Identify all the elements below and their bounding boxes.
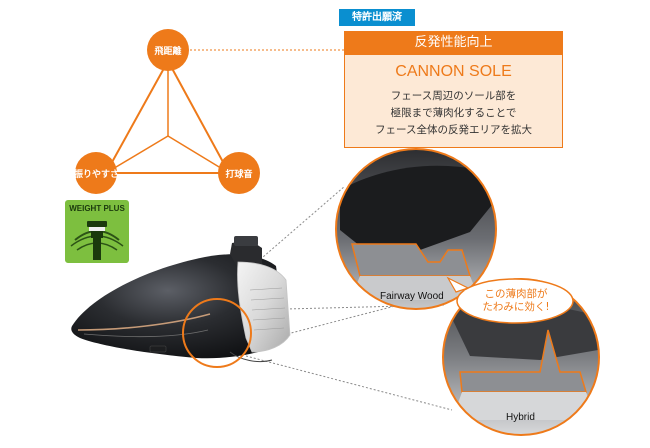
info-box: CANNON SOLE フェース周辺のソール部を 極限まで薄肉化することで フェ… [344, 55, 563, 148]
impact-sound-label: 打球音 [225, 170, 253, 180]
zoom-pointer-line [217, 305, 396, 353]
triangle-outline [104, 58, 231, 174]
fairway-wood-label: Fairway Wood [380, 291, 444, 302]
swing-ease-label: 振りやすさ [74, 170, 120, 180]
cannon-sole-title: CANNON SOLE [395, 63, 512, 80]
zoom-pointer-line [245, 355, 453, 411]
performance-triangle [75, 29, 260, 194]
callout-line-2: たわみに効く! [482, 301, 550, 313]
head-highlight-ring [182, 298, 252, 368]
info-header: 反発性能向上 [344, 31, 563, 55]
callout-bubble [446, 276, 574, 324]
info-line: フェース周辺のソール部を [390, 90, 517, 102]
node-swing [75, 152, 117, 194]
hybrid-label: Hybrid [506, 412, 535, 423]
distance-label: 飛距離 [154, 47, 182, 57]
info-line: フェース全体の反発エリアを拡大 [375, 124, 532, 136]
callout-line-1: この薄肉部が [484, 288, 548, 300]
callout-text: この薄肉部が たわみに効く! [466, 288, 566, 314]
node-sound [218, 152, 260, 194]
node-distance [147, 29, 189, 71]
weight-plus-graphic [70, 221, 124, 260]
triangle-inner-line [105, 135, 169, 174]
triangle-inner-line [167, 135, 230, 174]
fairway-zoom-circle [335, 148, 497, 310]
fairway-ring [335, 148, 497, 310]
info-line: 極限まで薄肉化することで [390, 107, 517, 119]
club-head-image [71, 236, 291, 363]
patent-pending-badge: 特許出願済 [339, 9, 415, 26]
